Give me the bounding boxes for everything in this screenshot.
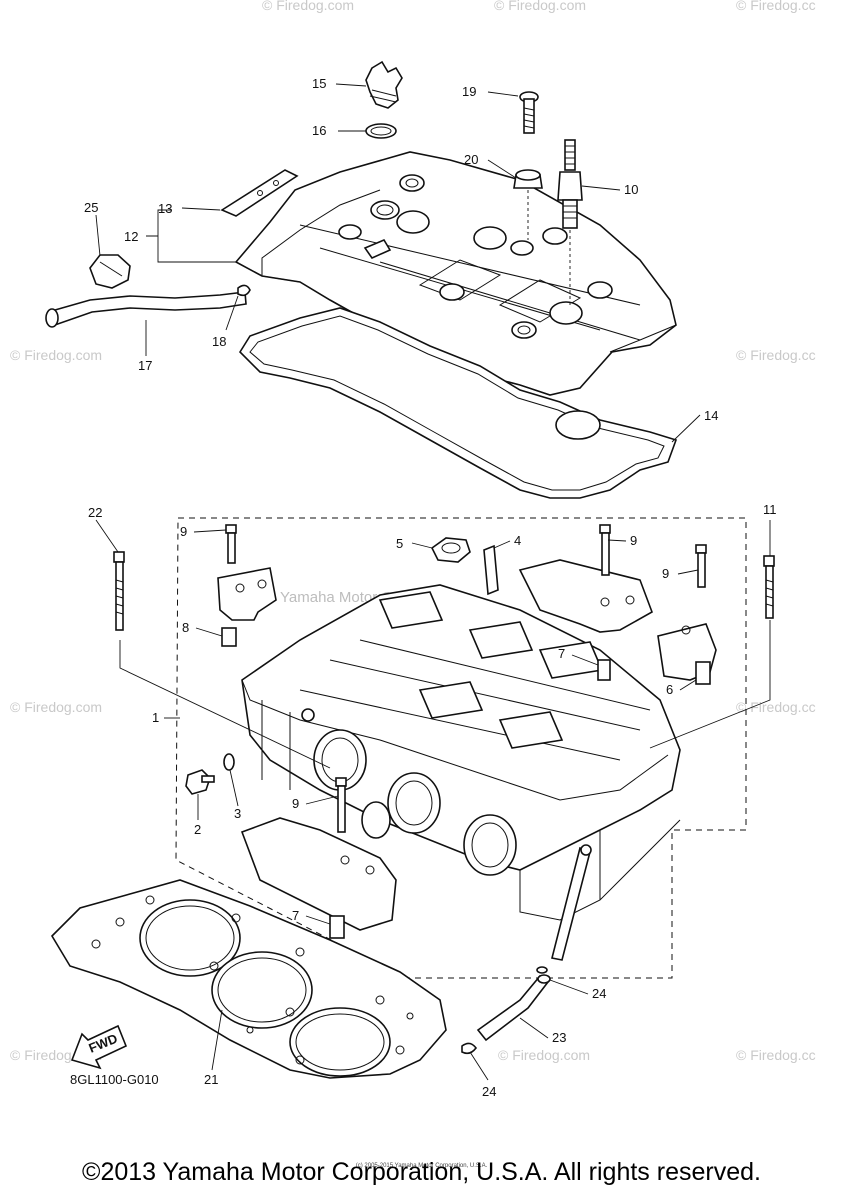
breather-hose (45, 254, 251, 328)
callout-16: 16 (312, 123, 326, 138)
head-gasket (50, 879, 447, 1079)
leader-lines (95, 83, 771, 1081)
spark-plug (557, 139, 583, 305)
callout-9-top-right: 9 (630, 533, 637, 548)
watermark-firedog-9: © Firedog.cc (736, 0, 816, 13)
watermark-firedog-4: © Firedog.cc (736, 347, 816, 363)
callout-14: 14 (704, 408, 718, 423)
callout-21: 21 (204, 1072, 218, 1087)
callout-9-right: 9 (662, 566, 669, 581)
callout-19: 19 (462, 84, 476, 99)
callout-4: 4 (514, 533, 521, 548)
callout-3: 3 (234, 806, 241, 821)
callout-24-lower: 24 (482, 1084, 496, 1099)
callout-7-upper: 7 (558, 646, 565, 661)
callout-2: 2 (194, 822, 201, 837)
watermark-firedog-1: © Firedog.com (10, 347, 102, 363)
watermark-firedog-5: © Firedog.cc (736, 699, 816, 715)
oil-pipe (461, 844, 592, 1055)
plug-and-dowel (430, 537, 499, 596)
callout-20: 20 (464, 152, 478, 167)
watermark-firedog-7: © Firedog.com (262, 0, 354, 13)
callout-10: 10 (624, 182, 638, 197)
callout-1: 1 (152, 710, 159, 725)
cylinder-head (241, 584, 681, 921)
diagram-code: 8GL1100-G010 (70, 1072, 159, 1087)
callout-18: 18 (212, 334, 226, 349)
cover-bolt (513, 91, 543, 240)
callout-9-lower: 9 (292, 796, 299, 811)
callout-9-top-left: 9 (180, 524, 187, 539)
copyright-notice: ©2013 Yamaha Motor Corporation, U.S.A. A… (82, 1158, 761, 1186)
callout-23: 23 (552, 1030, 566, 1045)
watermark-firedog-2: © Firedog.com (10, 699, 102, 715)
callout-17: 17 (138, 358, 152, 373)
callout-24-upper: 24 (592, 986, 606, 1001)
callout-15: 15 (312, 76, 326, 91)
callout-labels: 15 16 19 20 10 13 12 25 17 18 14 22 9 9 … (70, 76, 777, 1099)
callout-13: 13 (158, 201, 172, 216)
head-assembly-boundary (175, 517, 747, 979)
callout-11: 11 (763, 502, 777, 517)
cover-gasket (238, 307, 678, 499)
fine-print: (c) 2005-2015 Yamaha Motor Corporation, … (355, 1163, 488, 1169)
watermark-firedog-10: © Firedog.com (498, 1047, 590, 1063)
callout-5: 5 (396, 536, 403, 551)
oil-filler-cap (365, 60, 403, 139)
head-bolts (113, 524, 775, 833)
callout-6: 6 (666, 682, 673, 697)
callout-7-lower: 7 (292, 908, 299, 923)
watermark-firedog-8: © Firedog.com (494, 0, 586, 13)
callout-8: 8 (182, 620, 189, 635)
callout-22: 22 (88, 505, 102, 520)
watermark-firedog-6: © Firedog.cc (736, 1047, 816, 1063)
callout-25: 25 (84, 200, 98, 215)
callout-12: 12 (124, 229, 138, 244)
cam-caps (217, 559, 717, 939)
